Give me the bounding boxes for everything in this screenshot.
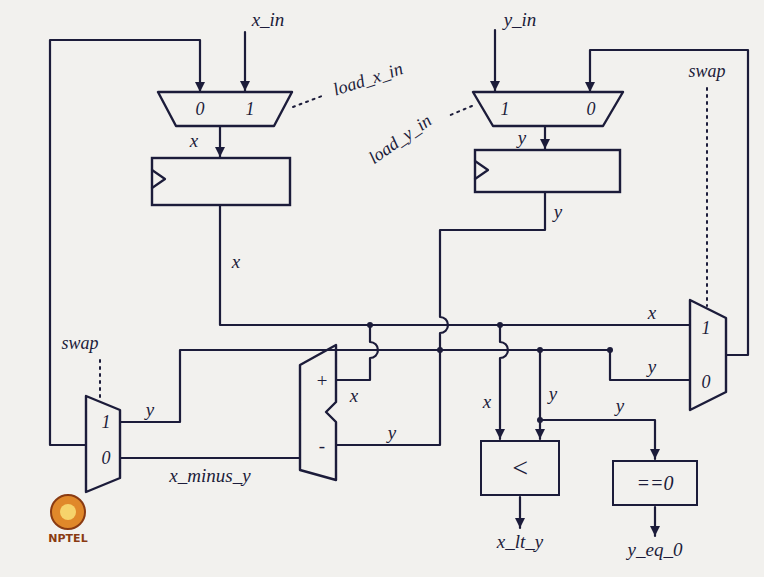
operator-symbol: ==0 bbox=[637, 473, 674, 493]
logo-mark bbox=[51, 495, 85, 529]
junction-dot bbox=[537, 347, 543, 353]
x-wire bbox=[500, 325, 508, 439]
input-number: 0 bbox=[102, 449, 111, 467]
input-wire bbox=[244, 32, 246, 91]
junction-dot bbox=[367, 322, 373, 328]
input-number: 1 bbox=[702, 319, 711, 337]
signal-name: x bbox=[483, 392, 491, 411]
junction-dot bbox=[607, 347, 613, 353]
input-number: - bbox=[319, 436, 325, 455]
operator-symbol: < bbox=[511, 454, 530, 482]
clock-symbol bbox=[152, 170, 165, 188]
logo-text: NPTEL bbox=[48, 533, 87, 544]
mux-symbol: 01 bbox=[158, 92, 292, 126]
input-number: 0 bbox=[196, 100, 205, 118]
input-number: 0 bbox=[587, 100, 596, 118]
shape-outline bbox=[690, 300, 726, 410]
output-wire bbox=[519, 497, 521, 528]
y-wire bbox=[337, 192, 545, 445]
input-number: 1 bbox=[102, 413, 111, 431]
mux-symbol: 10 bbox=[86, 396, 120, 492]
select-line bbox=[99, 360, 101, 400]
wire-label: x_minus_y bbox=[169, 466, 250, 485]
mux-symbol: 10 bbox=[690, 300, 726, 410]
register bbox=[152, 158, 290, 205]
shape-outline bbox=[158, 92, 292, 126]
control-signal: swap bbox=[688, 62, 725, 80]
signal-name: y bbox=[648, 357, 656, 376]
signal-name: x bbox=[350, 386, 358, 405]
signal-name: y bbox=[549, 384, 557, 403]
connector-wire bbox=[590, 50, 748, 355]
signal-name: y bbox=[616, 396, 624, 415]
signal-name: x_lt_y bbox=[497, 532, 543, 551]
select-line bbox=[293, 96, 322, 107]
register bbox=[475, 150, 620, 192]
signal-name: x bbox=[232, 252, 240, 271]
select-line bbox=[706, 88, 708, 306]
signal-name: x bbox=[190, 131, 198, 150]
comparator-box: < bbox=[480, 440, 560, 496]
control-signal: load_x_in bbox=[331, 59, 405, 98]
signal-name: x_in bbox=[252, 10, 285, 29]
shape-outline bbox=[86, 396, 120, 492]
shape-outline bbox=[300, 345, 336, 480]
clock-symbol bbox=[475, 161, 488, 179]
subtractor-symbol: +- bbox=[300, 345, 336, 480]
y-wire bbox=[539, 350, 541, 439]
input-wire bbox=[494, 30, 496, 91]
mux-symbol: 10 bbox=[473, 92, 623, 126]
wire bbox=[544, 127, 546, 149]
control-signal: load_y_in bbox=[365, 111, 434, 167]
y-bus bbox=[121, 350, 689, 422]
wire bbox=[219, 127, 221, 157]
signal-name: y_eq_0 bbox=[628, 540, 683, 559]
signal-name: x bbox=[648, 303, 656, 322]
shape-outline bbox=[690, 300, 726, 410]
control-signal: swap bbox=[61, 334, 98, 352]
x-bus bbox=[220, 205, 690, 325]
junction-dot bbox=[497, 322, 503, 328]
logo-mark bbox=[60, 504, 76, 520]
signal-name: y bbox=[146, 400, 154, 419]
signal-name: y bbox=[518, 128, 526, 147]
connector-wire bbox=[120, 457, 300, 459]
select-line bbox=[448, 106, 472, 116]
input-number: + bbox=[316, 371, 329, 390]
shape-outline bbox=[300, 345, 336, 480]
zero-test-box: ==0 bbox=[612, 460, 698, 506]
input-number: 1 bbox=[246, 100, 255, 118]
junction-dot bbox=[437, 347, 443, 353]
input-number: 0 bbox=[702, 373, 711, 391]
shape-outline bbox=[473, 92, 623, 126]
signal-name: y_in bbox=[504, 10, 537, 29]
x-wire bbox=[337, 325, 378, 380]
shape-outline bbox=[86, 396, 120, 492]
connector-wire bbox=[50, 40, 200, 445]
signal-name: y bbox=[554, 202, 562, 221]
shape-outline bbox=[158, 92, 292, 126]
signal-name: y bbox=[388, 423, 396, 442]
shape-outline bbox=[473, 92, 623, 126]
junction-dot bbox=[537, 417, 543, 423]
input-number: 1 bbox=[501, 100, 510, 118]
output-wire bbox=[654, 507, 656, 536]
